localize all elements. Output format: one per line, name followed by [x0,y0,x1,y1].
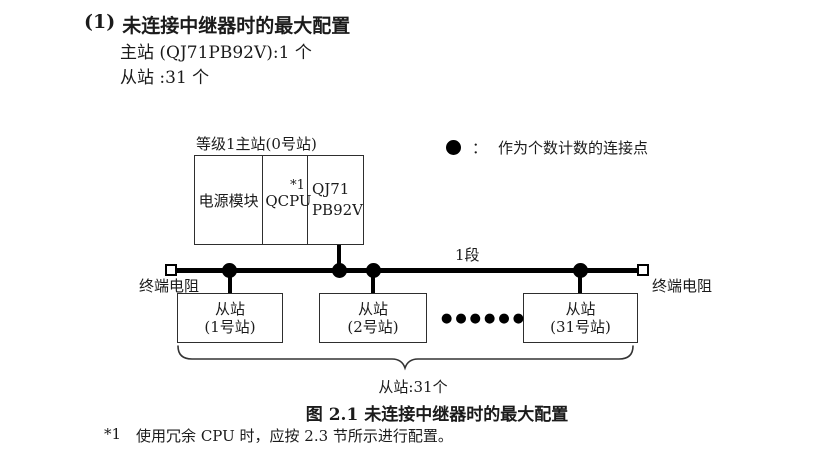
connection-point-dot [332,263,347,278]
terminator-label-left: 终端电阻 [139,277,200,295]
terminator-square-left [165,264,177,276]
slave-station-box-1: 从站 (1号站) [177,293,283,343]
bus-line [177,268,639,273]
drop-line-slave31 [578,272,582,294]
slave-station-box-31: 从站 (31号站) [523,293,638,343]
section-heading: (1) 未连接中继器时的最大配置 [84,11,350,38]
slave-label-line1: 从站 [357,300,388,318]
qj71pb92v-cell: QJ71 PB92V [308,156,363,244]
master-station-box: 电源模块 *1 QCPU QJ71 PB92V [194,155,364,245]
ellipsis-dots: ●●●●●● [441,311,528,326]
power-module-cell: 电源模块 [195,156,264,244]
config-line-slave: 从站 :31 个 [120,68,210,88]
config-line-master: 主站 (QJ71PB92V):1 个 [120,43,312,63]
slave-station-box-2: 从站 (2号站) [319,293,427,343]
connection-point-dot [222,263,237,278]
footnote-reference: *1 [290,178,305,193]
drop-line-master [337,245,341,270]
slave-label-line2: (31号站) [550,318,611,336]
heading-number: (1) [84,11,116,33]
brace-label: 从站:31个 [378,378,448,396]
qj71-label-line2: PB92V [311,201,363,219]
figure-caption: 图 2.1 未连接中继器时的最大配置 [305,405,569,425]
drop-line-slave2 [371,272,375,294]
terminator-label-right: 终端电阻 [652,277,713,295]
terminator-square-right [637,264,649,276]
slave-label-line1: 从站 [214,300,245,318]
footnote-marker: *1 [104,425,122,443]
legend-text: 作为个数计数的连接点 [498,139,649,157]
segment-label: 1段 [455,246,480,264]
connection-point-dot [573,263,588,278]
slave-label-line2: (2号站) [347,318,399,336]
footnote: *1 使用冗余 CPU 时，应按 2.3 节所示进行配置。 [104,425,453,446]
connection-point-dot [366,263,381,278]
master-station-label: 等级1主站(0号站) [196,135,317,153]
heading-title: 未连接中继器时的最大配置 [122,15,351,37]
legend-separator: ： [472,139,488,157]
legend: ： 作为个数计数的连接点 [446,137,648,158]
qcpu-cell: *1 QCPU [263,156,312,244]
slave-label-line2: (1号站) [204,318,256,336]
qcpu-label: QCPU [265,192,312,210]
slave-label-line1: 从站 [565,300,596,318]
connection-point-icon [446,140,461,155]
drop-line-slave1 [228,272,232,294]
footnote-text: 使用冗余 CPU 时，应按 2.3 节所示进行配置。 [136,427,453,445]
qj71-label-line1: QJ71 [311,180,350,198]
